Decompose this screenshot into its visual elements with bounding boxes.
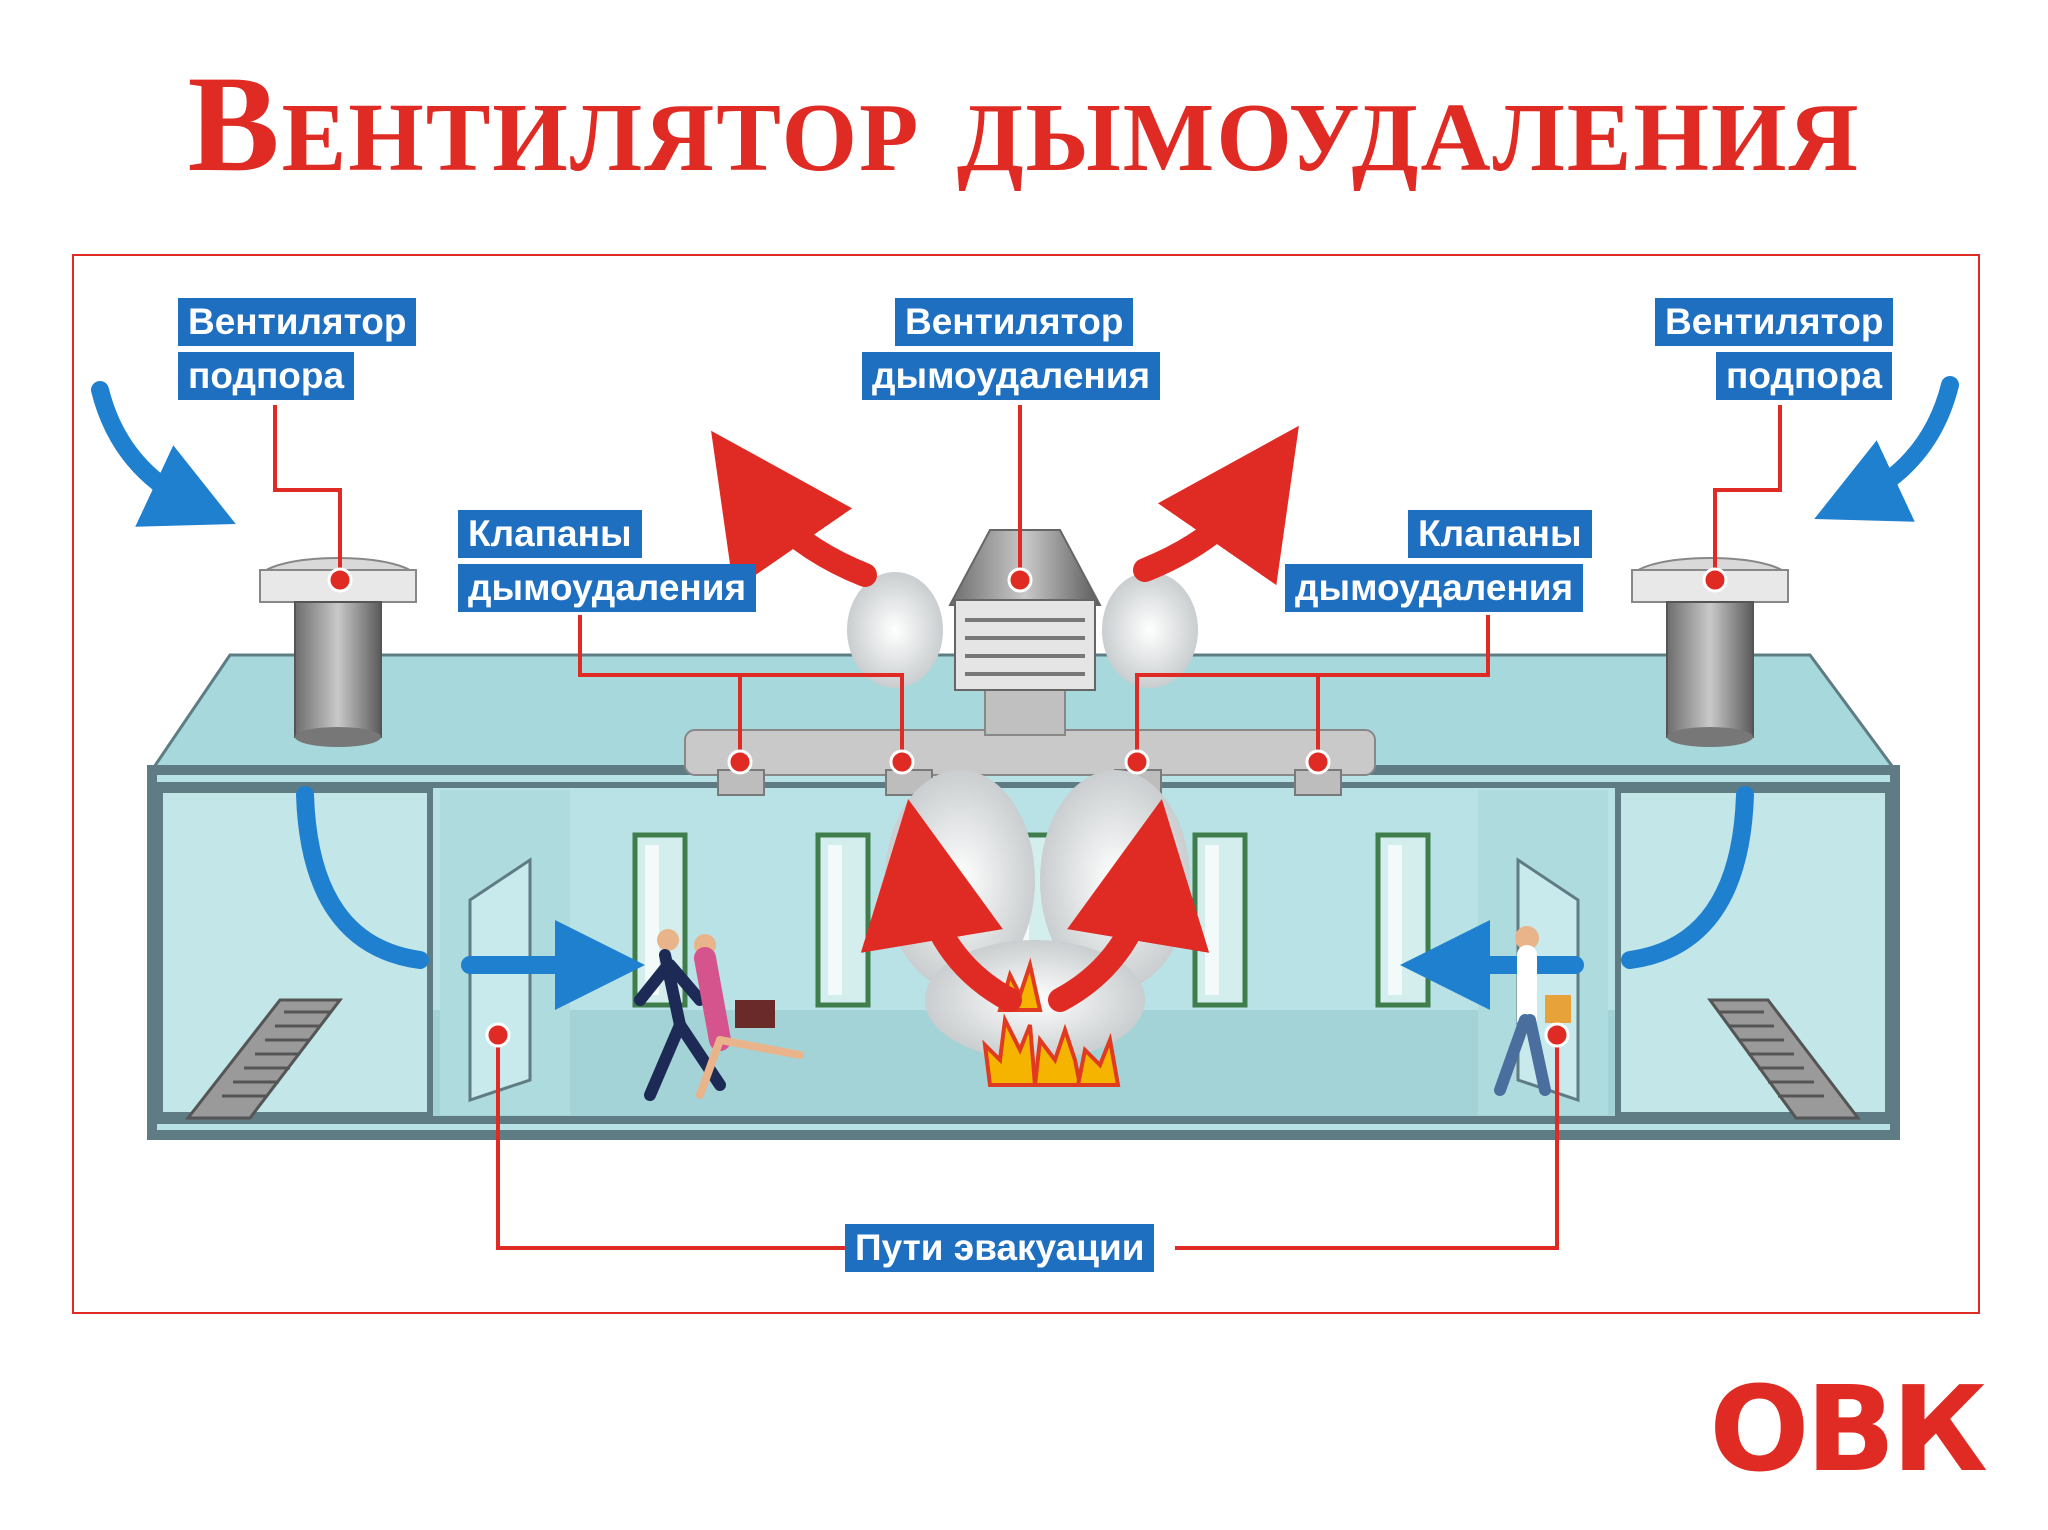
airflow-arrow-icon xyxy=(1814,376,1959,522)
airflow-arrow-icon xyxy=(296,786,429,969)
smoke-duct xyxy=(684,729,1376,776)
page-title: Вентилятор дымоудаления xyxy=(187,47,1861,200)
smoke-arrow xyxy=(711,430,877,591)
door-icon xyxy=(468,857,532,1103)
leader-supply-left xyxy=(273,405,342,580)
label-supply-fan-left-line2: подпора xyxy=(178,352,355,400)
stairs-right xyxy=(1707,998,1862,1120)
leader-valves-right xyxy=(1135,615,1490,762)
smoke-cloud-icon xyxy=(847,572,943,688)
label-valves-right-line1: Клапаны xyxy=(1408,510,1592,558)
leader-supply-right xyxy=(1713,405,1782,580)
smoke-fan-icon xyxy=(948,529,1102,691)
diagram-frame xyxy=(72,254,1980,1314)
fire-icon xyxy=(982,957,1121,1087)
person-icon xyxy=(694,934,804,1099)
label-valves-left-line1: Клапаны xyxy=(458,510,642,558)
company-logo: ОВК xyxy=(1709,1360,1988,1498)
label-evacuation: Пути эвакуации xyxy=(845,1224,1155,1272)
label-supply-fan-right-line1: Вентилятор xyxy=(1655,298,1894,346)
label-supply-fan-left-line1: Вентилятор xyxy=(178,298,417,346)
label-smoke-fan-line1: Вентилятор xyxy=(895,298,1134,346)
smoke-arrow xyxy=(1133,425,1299,586)
smoke-cloud-icon xyxy=(1102,572,1198,688)
smoke-arrow xyxy=(860,798,1022,1012)
label-smoke-fan-line2: дымоудаления xyxy=(862,352,1161,400)
smoke-arrow xyxy=(1048,798,1210,1012)
leader-evacuation-2 xyxy=(1175,1035,1559,1250)
airflow-arrow-icon xyxy=(1621,786,1754,969)
leader-evacuation xyxy=(496,1035,855,1250)
person-icon xyxy=(1494,926,1571,1096)
label-valves-left-line2: дымоудаления xyxy=(458,564,757,612)
person-icon xyxy=(634,929,726,1101)
label-supply-fan-right-line2: подпора xyxy=(1716,352,1893,400)
stairs-left xyxy=(184,998,344,1120)
label-valves-right-line2: дымоудаления xyxy=(1285,564,1584,612)
airflow-arrow-icon xyxy=(91,381,236,527)
